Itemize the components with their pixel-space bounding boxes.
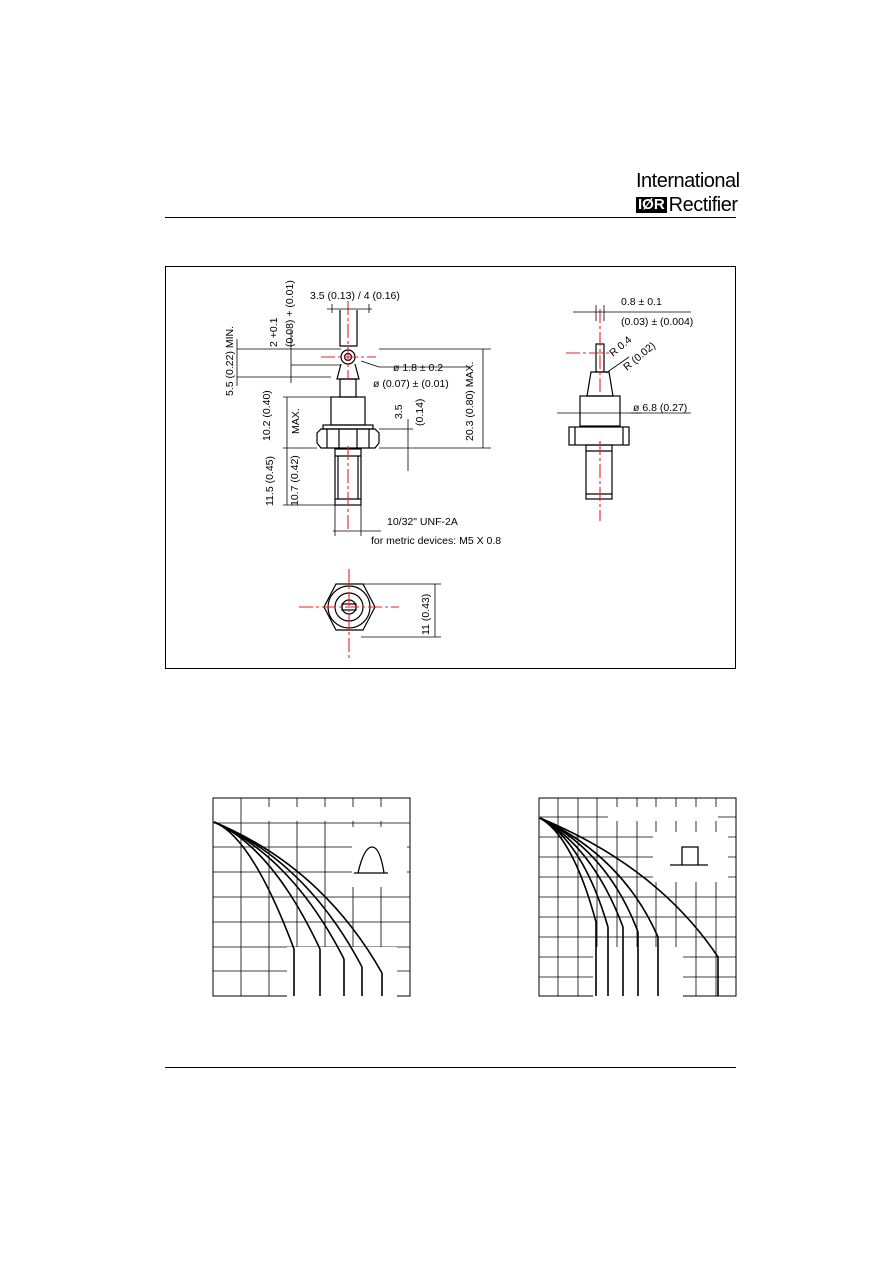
ior-logo-icon: IØR	[636, 196, 667, 213]
dim-hex: 11 (0.43)	[420, 594, 432, 635]
dim-lead: 0.8 ± 0.1	[621, 296, 662, 308]
footer-divider	[165, 1067, 736, 1068]
dim-body-height: 10.2 (0.40)	[261, 390, 273, 441]
outline-drawing: 3.5 (0.13) / 4 (0.16) 2 +0.1 (0.08) + (0…	[165, 266, 736, 669]
side-stud	[585, 444, 613, 500]
dim-lead-in: (0.03) ± (0.004)	[621, 316, 693, 328]
graph-left	[212, 797, 411, 997]
graph-right	[538, 797, 737, 997]
dim-hole-dia-in: ø (0.07) ± (0.01)	[373, 378, 449, 390]
sine-waveform-icon	[354, 846, 388, 874]
side-body	[579, 395, 621, 427]
header-divider	[165, 217, 736, 218]
metric-note: for metric devices: M5 X 0.8	[371, 535, 501, 547]
dim-flange-in: (0.14)	[414, 399, 426, 426]
dim-hole-dia: ø 1.8 ± 0.2	[393, 362, 443, 374]
dim-hole-tol-in: (0.08) + (0.01)	[284, 280, 296, 347]
diode-body	[330, 396, 366, 426]
dim-total-max: 20.3 (0.80) MAX.	[464, 362, 476, 441]
dim-body-max: MAX.	[290, 408, 302, 434]
terminal-lead	[339, 310, 358, 347]
thread-spec: 10/32" UNF-2A	[387, 516, 458, 528]
hex-flange	[316, 428, 380, 449]
terminal-post	[339, 378, 357, 398]
dim-thread-len2: 10.7 (0.42)	[289, 455, 301, 506]
brand-logo: IØR Rectifier	[636, 194, 738, 216]
dim-hole-tol: 2 +0.1	[268, 317, 280, 347]
side-flange	[568, 426, 630, 446]
dim-body-dia: ø 6.8 (0.27)	[633, 402, 687, 414]
brand-rectifier: Rectifier	[668, 193, 738, 216]
dim-thread-len1: 11.5 (0.45)	[264, 456, 276, 506]
dim-stud-width: 3.5 (0.13) / 4 (0.16)	[310, 290, 400, 302]
dim-flange: 3.5	[393, 404, 405, 419]
brand-name: International	[636, 170, 740, 192]
dim-min-length: 5.5 (0.22) MIN.	[224, 326, 236, 396]
rectangular-waveform-icon	[670, 846, 708, 866]
